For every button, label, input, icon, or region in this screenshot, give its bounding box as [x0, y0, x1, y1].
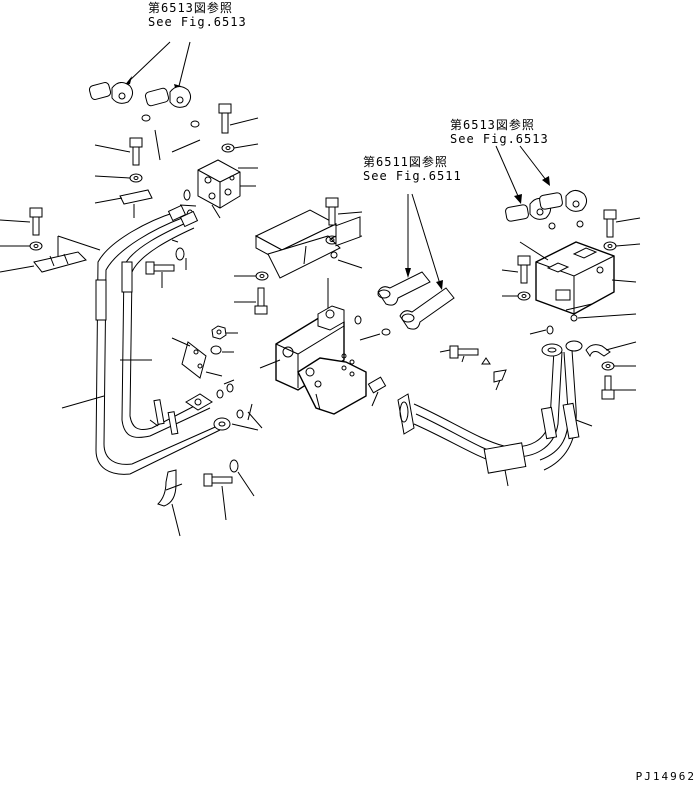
right-hose-assembly [397, 340, 593, 487]
reference-label-ja: 第6513図参照 [148, 1, 233, 15]
reference-label-fig6511: 第6511図参照 See Fig.6511 [363, 155, 462, 183]
top-hose-fittings [88, 82, 200, 128]
central-valve [259, 216, 391, 415]
left-hose-assembly [61, 204, 223, 475]
reference-label-fig6513-right: 第6513図参照 See Fig.6513 [450, 118, 549, 146]
middle-left-parts [145, 239, 263, 537]
reference-label-ja: 第6511図参照 [363, 155, 448, 169]
reference-label-fig6513-top: 第6513図参照 See Fig.6513 [148, 1, 247, 29]
reference-label-ja: 第6513図参照 [450, 118, 535, 132]
right-upper-parts [495, 145, 641, 400]
drawing-number: PJ14962 [635, 770, 696, 783]
upper-left-parts [94, 103, 259, 221]
left-edge-parts [0, 207, 101, 273]
central-bracket [234, 197, 363, 315]
reference-arrows-6511 [377, 193, 455, 330]
reference-label-en: See Fig.6511 [363, 169, 462, 183]
reference-label-en: See Fig.6513 [450, 132, 549, 146]
reference-label-en: See Fig.6513 [148, 15, 247, 29]
